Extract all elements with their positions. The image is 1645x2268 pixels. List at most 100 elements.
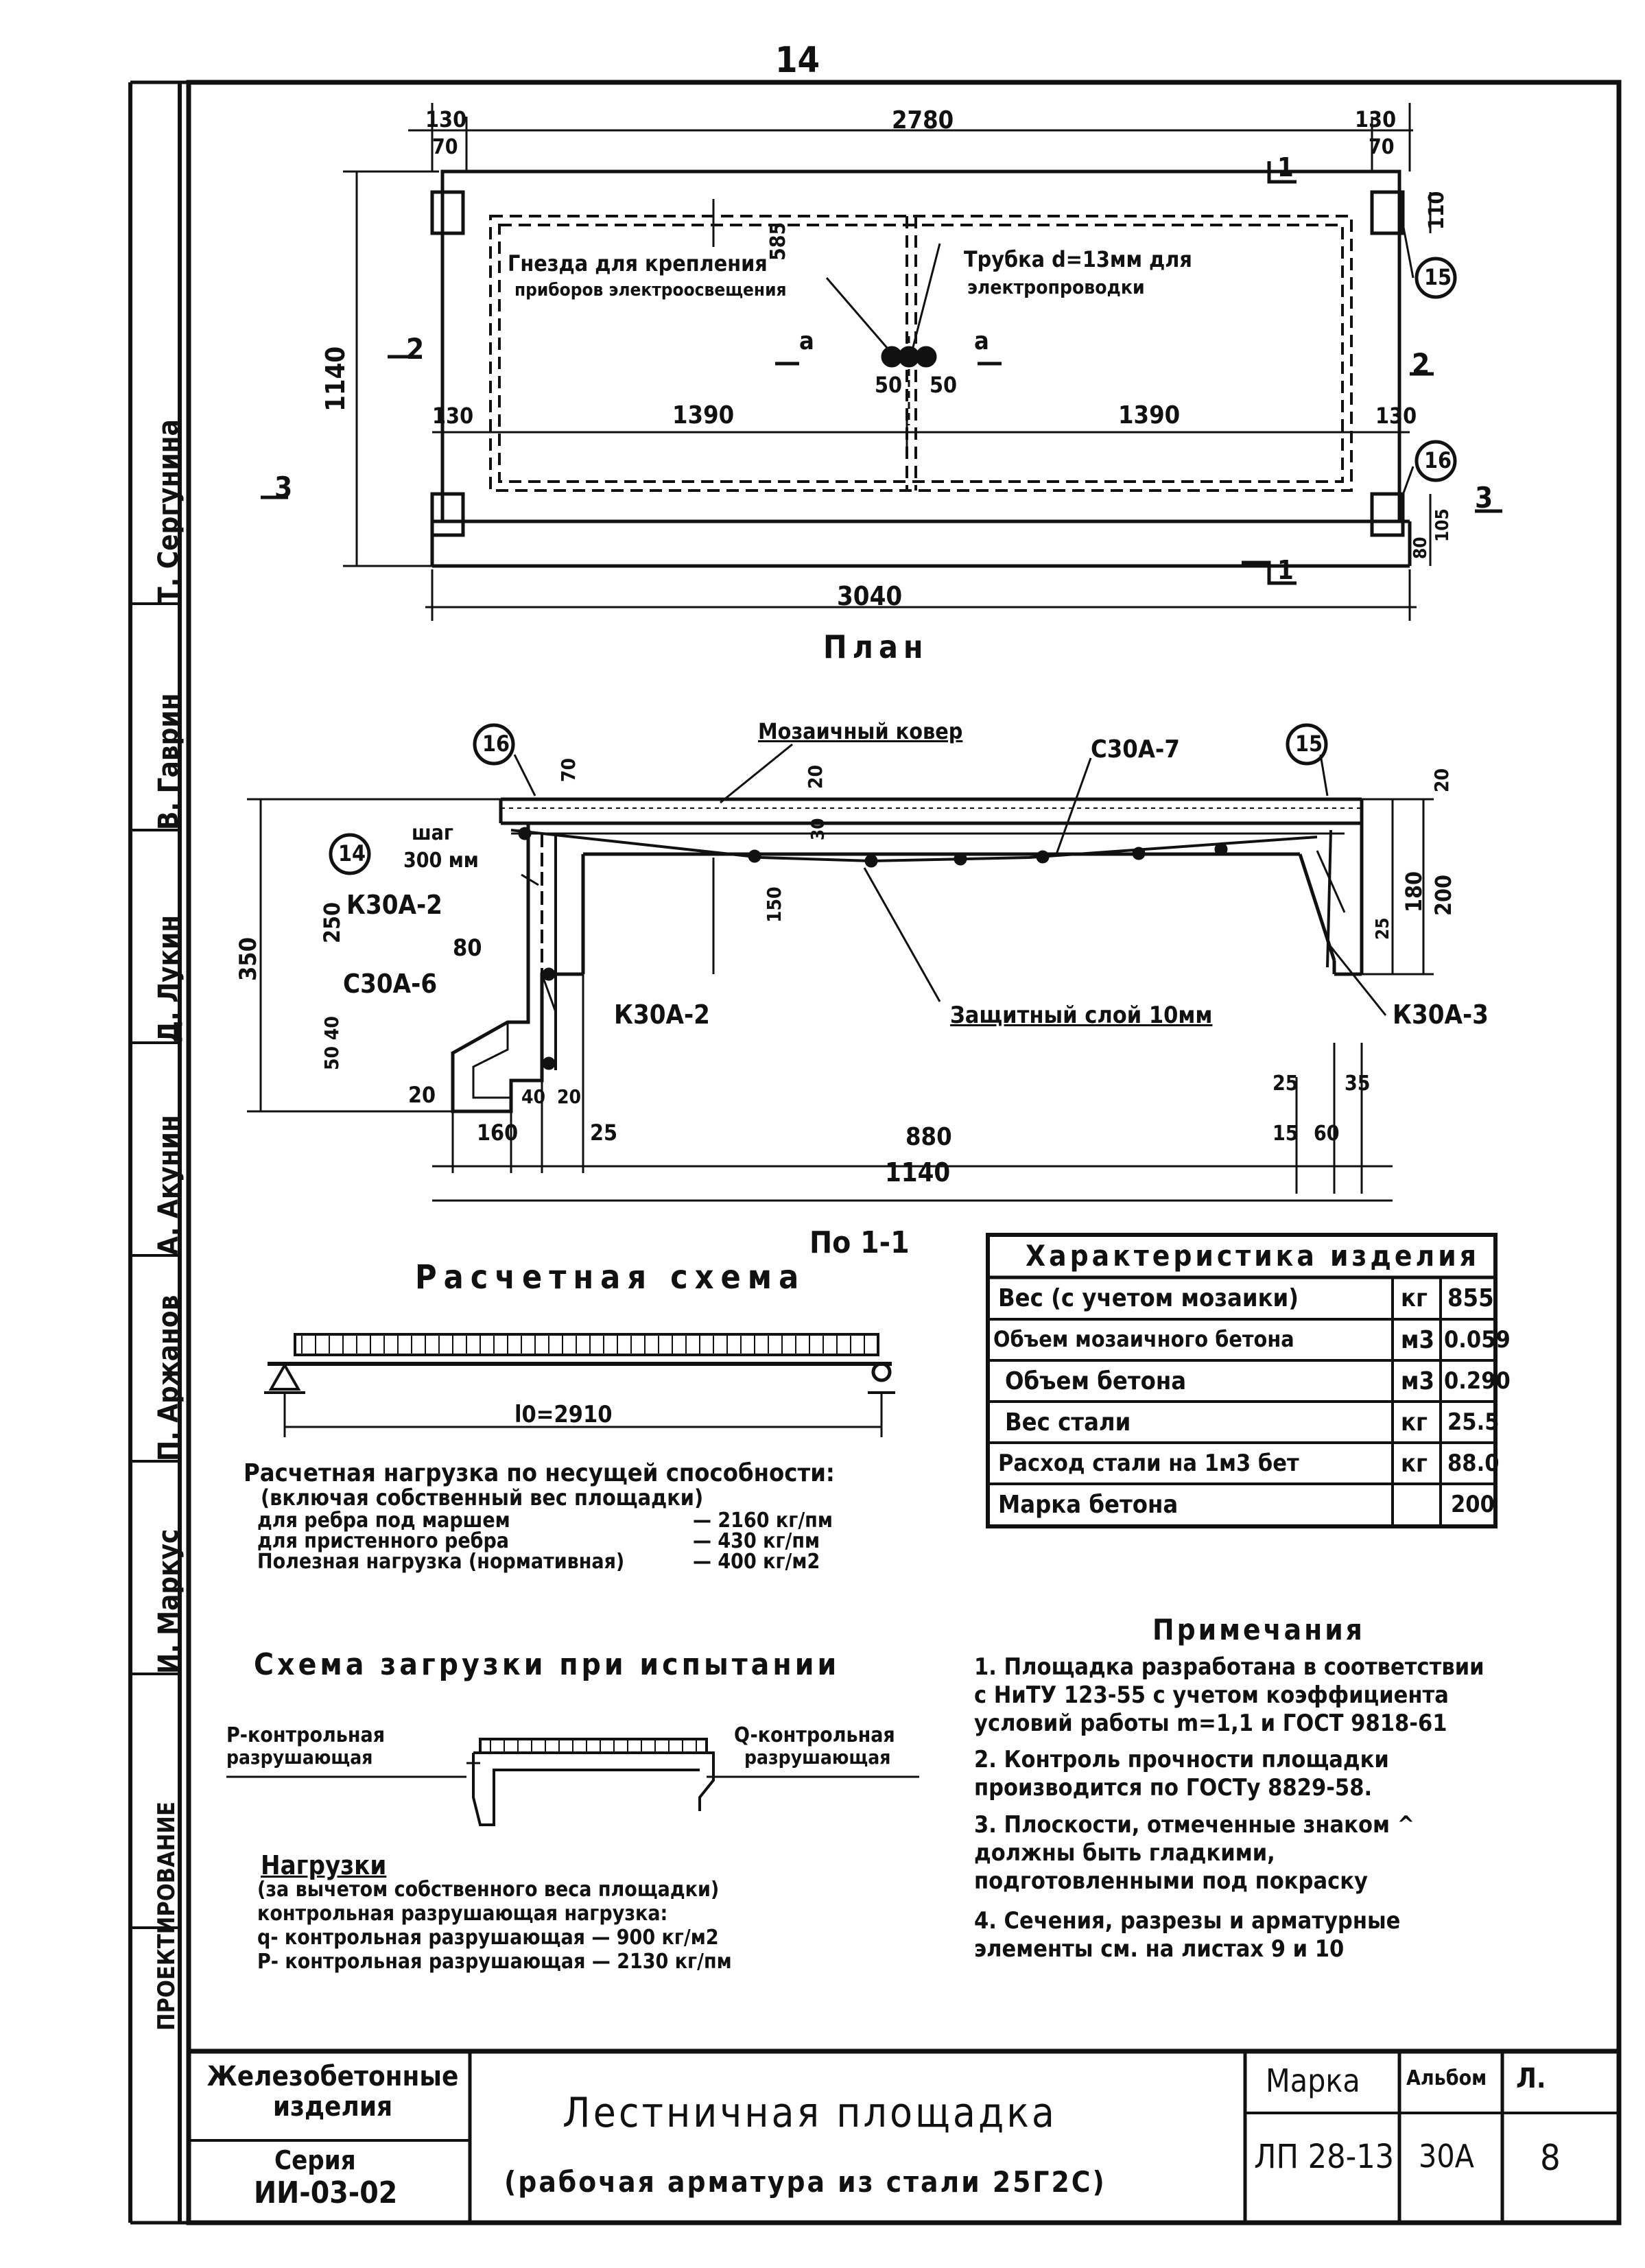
- plan-dim-3040: 3040: [837, 581, 903, 611]
- char-row-unit: кг: [1401, 1284, 1428, 1312]
- sheet-number: 14: [775, 40, 820, 81]
- plan-note-tube-2: электропроводки: [967, 276, 1145, 298]
- section-dim-350: 350: [235, 937, 262, 981]
- section-dim-250: 250: [319, 901, 345, 943]
- test-p-label-2: разрушающая: [226, 1746, 373, 1769]
- char-row-unit: м3: [1401, 1326, 1435, 1354]
- notes-item: 3. Плоскости, отмеченные знаком ^ должны…: [974, 1811, 1415, 1895]
- title-block-mark: ЛП 28-13: [1254, 2138, 1395, 2176]
- section-marker-14: 14: [338, 840, 366, 866]
- section-dim-80: 80: [453, 934, 482, 962]
- title-block-sheet-label: Л.: [1516, 2063, 1546, 2094]
- notes-item: 4. Сечения, разрезы и арматурные элемент…: [974, 1907, 1401, 1963]
- test-q-label-2: разрушающая: [744, 1746, 891, 1769]
- plan-section-a-left: а: [799, 327, 814, 355]
- char-row-value: 200: [1451, 1491, 1495, 1518]
- stamp-name-markus: И. Маркус: [153, 1528, 185, 1674]
- section-label-step: шаг: [412, 821, 453, 845]
- section-dim-20-top: 20: [804, 764, 827, 789]
- section-label-c30a-6: С30А-6: [343, 969, 438, 999]
- char-row-value: 0.290: [1444, 1367, 1511, 1395]
- section-dim-20-right: 20: [1430, 768, 1453, 792]
- section-dim-150: 150: [763, 886, 785, 923]
- char-row-unit: кг: [1401, 1450, 1428, 1478]
- char-row-name: Вес (с учетом мозаики): [998, 1284, 1299, 1312]
- title-block-category: Железобетонные изделия: [206, 2061, 459, 2123]
- section-dim-880: 880: [906, 1123, 952, 1151]
- stamp-name-sergunina: Т. Сергунина: [153, 419, 185, 604]
- section-label-step-value: 300 мм: [403, 849, 479, 873]
- stamp-name-lukin: Д. Лукин: [153, 914, 185, 1043]
- plan-dim-130-left: 130: [425, 106, 467, 132]
- test-loads-line: (за вычетом собственного веса площадки): [257, 1878, 720, 1902]
- plan-dim-130-edge-left: 130: [432, 403, 474, 429]
- char-row-name: Марка бетона: [998, 1491, 1179, 1519]
- title-block-series: ИИ-03-02: [254, 2175, 398, 2210]
- calc-load-title: Расчетная нагрузка по несущей способност…: [244, 1459, 835, 1487]
- plan-dim-105: 105: [1432, 508, 1453, 542]
- test-loads-line: Р- контрольная разрушающая — 2130 кг/пм: [257, 1950, 732, 1974]
- plan-dim-110: 110: [1425, 191, 1449, 230]
- section-marker-16: 16: [482, 731, 510, 757]
- section-label-cover: Защитный слой 10мм: [950, 1002, 1213, 1029]
- calc-row-value: — 2160 кг/пм: [693, 1509, 833, 1533]
- calc-row-value: — 400 кг/м2: [693, 1550, 820, 1574]
- calc-row-label: для ребра под маршем: [257, 1509, 510, 1533]
- notes-item: 1. Площадка разработана в соответствии с…: [974, 1653, 1484, 1737]
- section-label-carpet: Мозаичный ковер: [758, 718, 963, 744]
- char-row-unit: м3: [1401, 1367, 1435, 1395]
- char-row-value: 0.059: [1444, 1326, 1511, 1354]
- calc-row-label: Полезная нагрузка (нормативная): [257, 1550, 625, 1574]
- calc-span: l0=2910: [514, 1401, 613, 1428]
- test-loads-line: контрольная разрушающая нагрузка:: [257, 1902, 668, 1926]
- section-dim-160: 160: [477, 1120, 519, 1146]
- plan-dim-1390-right: 1390: [1118, 401, 1181, 429]
- char-row-value: 855: [1447, 1284, 1494, 1312]
- plan-dim-70-right: 70: [1369, 135, 1395, 159]
- char-row-name: Объем мозаичного бетона: [993, 1326, 1294, 1352]
- title-block-subtitle: (рабочая арматура из стали 25Г2С): [504, 2165, 1106, 2199]
- plan-marker-15: 15: [1424, 264, 1452, 290]
- test-title: Схема загрузки при испытании: [254, 1647, 840, 1682]
- notes-title: Примечания: [1152, 1613, 1365, 1646]
- char-row-name: Объем бетона: [1005, 1367, 1187, 1395]
- plan-section-2-left: 2: [406, 332, 425, 366]
- plan-dim-130-edge-right: 130: [1375, 403, 1417, 429]
- plan-title: План: [823, 628, 929, 665]
- section-dim-20-left: 20: [408, 1082, 436, 1108]
- section-dim-40: 40: [521, 1085, 546, 1108]
- section-dim-70: 70: [557, 757, 580, 782]
- plan-dim-50-a: 50: [875, 372, 903, 398]
- section-label-k30a-3: К30А-3: [1393, 1000, 1489, 1030]
- char-row-unit: кг: [1401, 1408, 1428, 1437]
- plan-section-3-left: 3: [274, 471, 293, 504]
- test-loads-title: Нагрузки: [261, 1850, 387, 1880]
- calc-load-sub: (включая собственный вес площадки): [261, 1485, 704, 1511]
- section-dim-20-mid: 20: [557, 1085, 582, 1108]
- title-block-series-label: Серия: [274, 2145, 356, 2175]
- plan-note-sockets-1: Гнезда для крепления: [508, 250, 768, 276]
- plan-section-a-right: а: [974, 327, 989, 355]
- calc-title: Расчетная схема: [415, 1258, 806, 1297]
- characteristics-title: Характеристика изделия: [1026, 1239, 1480, 1273]
- stamp-org: ПРОЕКТИРОВАНИЕ: [153, 1802, 180, 2031]
- plan-dim-2780: 2780: [892, 106, 954, 134]
- test-p-label-1: Р-контрольная: [226, 1723, 386, 1747]
- section-dim-25-right-v: 25: [1373, 917, 1393, 940]
- section-label-k30a-2-mid: К30А-2: [614, 1000, 710, 1030]
- title-block-title: Лестничная площадка: [563, 2089, 1057, 2137]
- stamp-name-akunin: А. Акунин: [153, 1115, 185, 1255]
- plan-section-3-right: 3: [1475, 481, 1493, 515]
- section-dim-25-left: 25: [590, 1120, 618, 1146]
- section-dim-25-right: 25: [1273, 1072, 1299, 1096]
- section-dim-35: 35: [1345, 1072, 1371, 1096]
- plan-dim-130-right: 130: [1355, 106, 1397, 132]
- plan-dim-1140: 1140: [320, 346, 351, 412]
- section-dim-180: 180: [1401, 871, 1427, 912]
- plan-dim-585: 585: [766, 222, 790, 261]
- test-q-label-1: Q-контрольная: [734, 1723, 895, 1747]
- section-dim-50-40: 50 40: [320, 1016, 343, 1070]
- section-dim-200: 200: [1430, 874, 1456, 916]
- section-dim-60: 60: [1314, 1122, 1340, 1146]
- title-block-album: 30А: [1419, 2138, 1474, 2175]
